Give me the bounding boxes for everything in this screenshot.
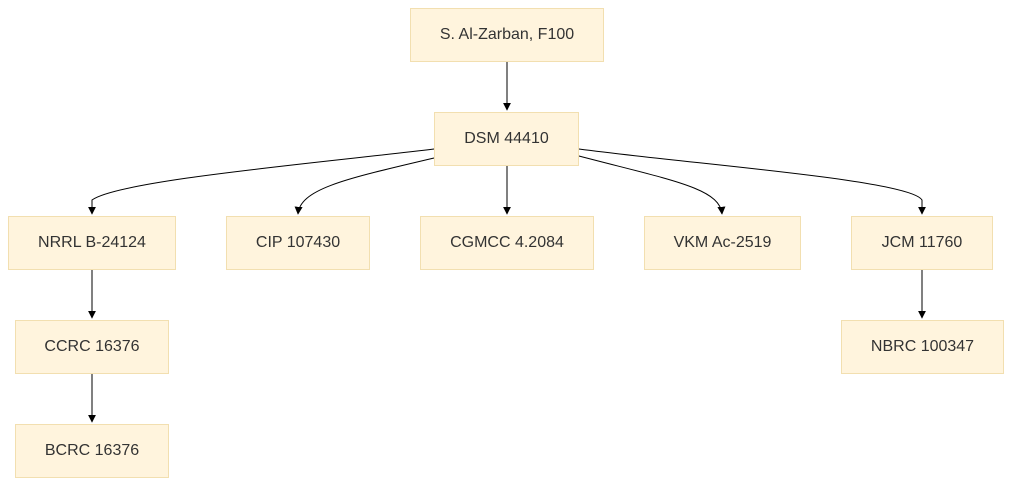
node-s-al-zarban-f100: S. Al-Zarban, F100: [410, 8, 604, 62]
edge-n2-n3: [88, 148, 435, 215]
node-vkm-ac-2519: VKM Ac-2519: [644, 216, 801, 270]
node-nbrc-100347: NBRC 100347: [841, 320, 1004, 374]
node-nrrl-b-24124: NRRL B-24124: [8, 216, 176, 270]
node-cip-107430: CIP 107430: [226, 216, 370, 270]
node-cgmcc-4-2084: CGMCC 4.2084: [420, 216, 594, 270]
edge-n2-n4: [294, 157, 435, 215]
edge-n2-n6: [578, 155, 726, 215]
node-bcrc-16376: BCRC 16376: [15, 424, 169, 478]
node-dsm-44410: DSM 44410: [434, 112, 579, 166]
edge-n2-n7: [578, 148, 926, 215]
node-ccrc-16376: CCRC 16376: [15, 320, 169, 374]
node-jcm-11760: JCM 11760: [851, 216, 993, 270]
